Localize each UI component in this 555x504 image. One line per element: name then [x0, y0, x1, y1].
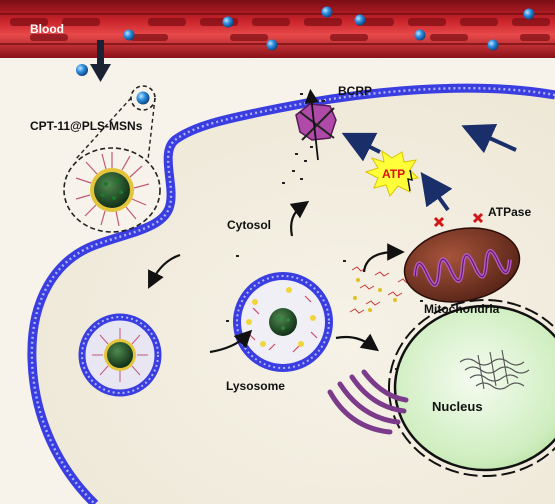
cytosol-label: Cytosol: [227, 218, 272, 232]
atp-drop-arrow: [407, 169, 413, 192]
zoom-circle-large: [63, 147, 161, 233]
mitochondria-label: Mitochondria: [424, 302, 500, 316]
mitochondria-organelle: [403, 227, 521, 303]
blood-label: Blood: [30, 22, 64, 36]
energy-arrows: [341, 123, 517, 212]
golgi: [327, 369, 409, 435]
bcrp-label: BCRP: [338, 84, 373, 98]
entering-nanoparticle: [76, 64, 88, 76]
nucleus-organelle: [388, 299, 555, 477]
atp-label: ATP: [382, 167, 406, 181]
zoom-nanoparticle: [136, 91, 150, 105]
pathway-arrows: [148, 200, 405, 354]
blood-nanoparticles: [123, 6, 535, 51]
atpase-label: ATPase: [488, 205, 532, 219]
lysosome-label: Lysosome: [226, 379, 285, 393]
atp-burst: [364, 149, 420, 198]
nucleus-label: Nucleus: [432, 399, 483, 414]
lysosome-vesicle: [233, 272, 333, 372]
nanoparticle-zoomed: [75, 152, 150, 227]
blood-down-arrow: [90, 40, 111, 82]
nanoparticle-label: CPT-11@PLS-MSNs: [30, 119, 143, 133]
inhibition-marks: [433, 212, 484, 228]
zoom-lines: [74, 97, 156, 161]
blood-vessel: [0, 0, 555, 58]
endosome: [78, 313, 162, 397]
drug-dots: [353, 278, 397, 312]
cell-membrane: [27, 83, 555, 504]
bcrp-transporter: [295, 88, 337, 161]
